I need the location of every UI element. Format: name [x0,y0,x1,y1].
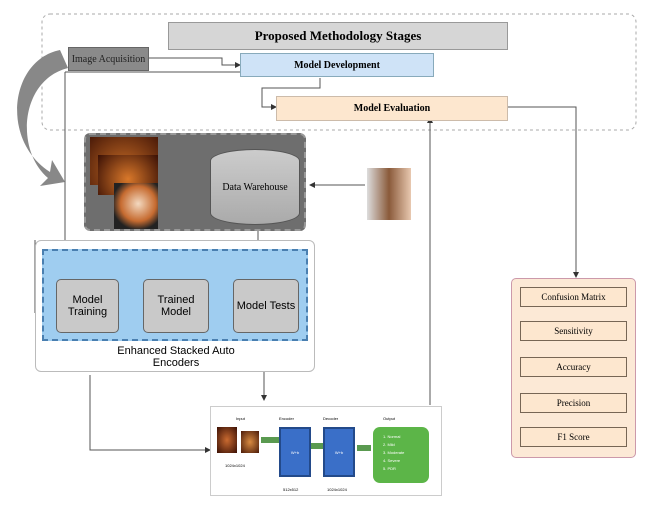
trained-model-node: Trained Model [143,279,209,333]
decoder-size: 1024x1024 [327,487,347,492]
stages-title: Proposed Methodology Stages [168,22,508,50]
arrow-icon [261,437,279,443]
metric-item: Accuracy [520,357,627,377]
class-item: 1. Normal [383,434,401,439]
decoder-label: Decoder [323,416,339,421]
encoder-label: Encoder [279,416,294,421]
metric-item: Precision [520,393,627,413]
class-item: 5. PDR [383,466,396,471]
input-size: 1024x1024 [225,463,245,468]
class-item: 2. Mild [383,442,395,447]
model-evaluation-box: Model Evaluation [276,96,508,121]
fundus-image [241,431,259,453]
metric-item: F1 Score [520,427,627,447]
output-label: Output [383,416,396,421]
data-panel: Data Warehouse [84,133,306,231]
ensae-caption: Enhanced Stacked Auto Encoders [117,345,235,369]
arrow-icon [311,443,323,449]
decoder-block: W+b [323,427,355,477]
network-panel: Input 1024x1024 Encoder W+b 512x512 Deco… [210,406,442,496]
model-tests-node: Model Tests [233,279,299,333]
class-item: 4. Severe [383,458,401,463]
arrow-icon [357,445,371,451]
model-training-node: Model Training [56,279,119,333]
eye-exam-photo [367,168,411,220]
encoder-block: W+b [279,427,311,477]
fundus-image [217,427,237,453]
image-acquisition-box: Image Acquisition [68,47,149,71]
ensae-panel: Model Training Trained Model Model Tests… [35,240,315,372]
output-classes: 1. Normal 2. Mild 3. Moderate 4. Severe … [373,427,429,483]
metrics-panel: Confusion Matrix Sensitivity Accuracy Pr… [511,278,636,458]
curved-arrow-icon [17,50,68,186]
metric-item: Sensitivity [520,321,627,341]
metric-item: Confusion Matrix [520,287,627,307]
fundus-image [114,183,158,229]
input-label: Input [236,416,245,421]
encoder-size: 512x512 [283,487,299,492]
class-item: 3. Moderate [383,450,405,455]
data-warehouse-cylinder: Data Warehouse [210,149,300,225]
model-development-box: Model Development [240,53,434,77]
